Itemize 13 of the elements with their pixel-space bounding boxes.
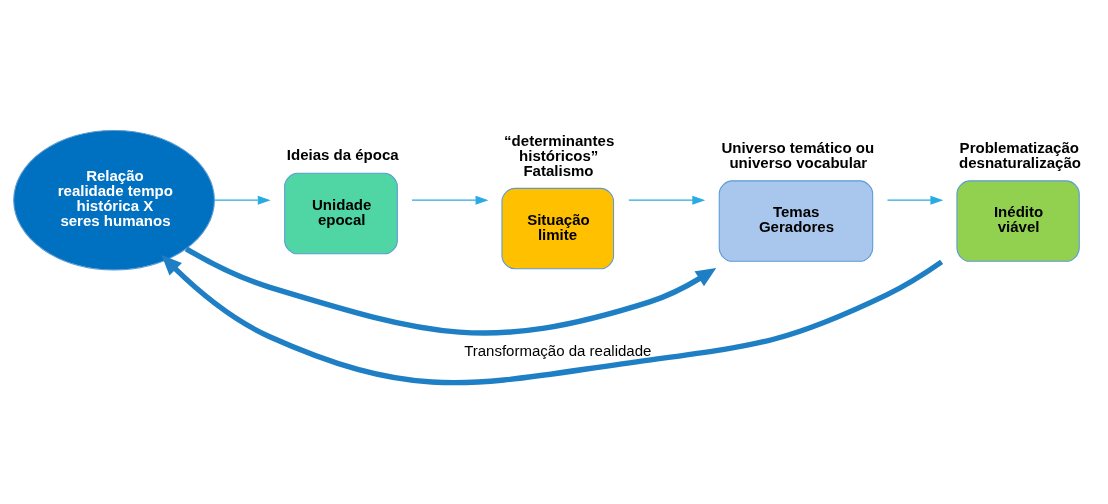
node-label: Problematização desnaturalização	[959, 139, 1081, 172]
node-label: “determinantes históricos”	[504, 131, 615, 164]
node-ellipse: Relação realidade tempo histórica X seres humanos	[13, 129, 215, 271]
node-label: Fatalismo	[523, 161, 594, 179]
node-label: Ideias da época	[286, 145, 399, 163]
arrow	[184, 246, 717, 336]
arrow	[161, 255, 944, 386]
arrow	[411, 195, 489, 205]
arrow	[628, 195, 706, 205]
edge-label: Transformação da realidade	[464, 341, 652, 359]
arrow	[213, 195, 271, 205]
arrow	[886, 195, 944, 205]
node-label: Universo temático ou universo vocabular	[721, 139, 875, 172]
